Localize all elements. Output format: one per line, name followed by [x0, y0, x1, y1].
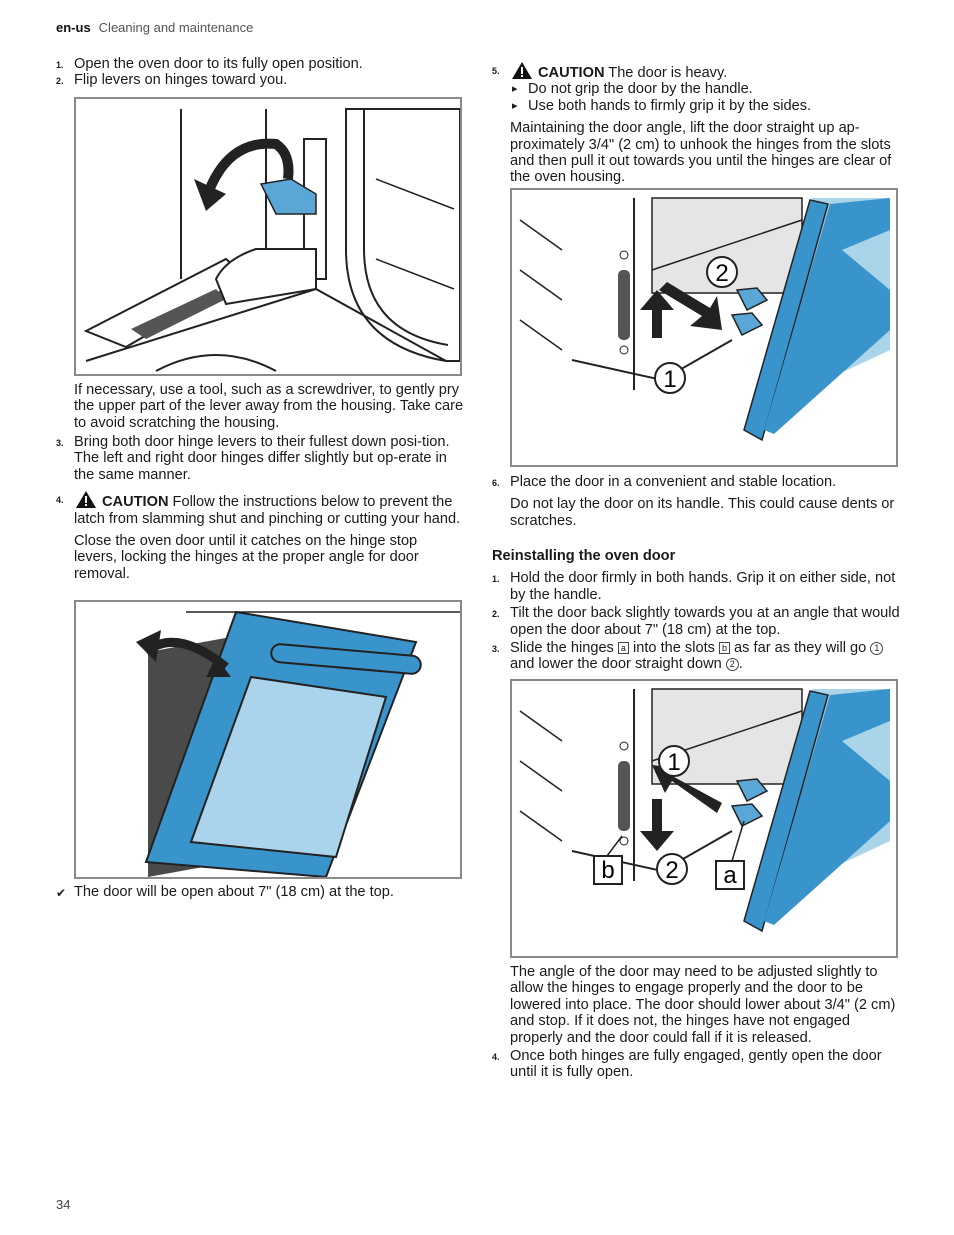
reinstall-note: The angle of the door may need to be adj… — [510, 964, 896, 1046]
step-4: 4.CAUTION Follow the instructions below … — [56, 491, 464, 527]
page-header: en-us Cleaning and maintenance — [56, 20, 253, 35]
label-a-box: a — [617, 642, 629, 655]
step-3: 3.Bring both door hinge levers to their … — [56, 434, 450, 483]
reinstall-step-3: 3. Slide the hinges a into the slots b a… — [492, 640, 902, 673]
left-note-1: If necessary, use a tool, such as a scre… — [74, 382, 464, 431]
step-2: 2.Flip levers on hinges toward you. — [56, 72, 288, 89]
circled-2: 2 — [725, 658, 739, 672]
page-number: 34 — [56, 1197, 71, 1212]
left-result: ✔The door will be open about 7" (18 cm) … — [56, 884, 394, 900]
reinstall-step-4: 4.Once both hinges are fully engaged, ge… — [492, 1048, 882, 1081]
warning-icon — [512, 62, 532, 79]
reinstall-step-1: 1.Hold the door firmly in both hands. Gr… — [492, 570, 896, 603]
fig-label-b: b — [601, 857, 614, 884]
fig-label-2: 2 — [665, 857, 678, 884]
figure-door-reinstall: 1 2 b a — [510, 679, 898, 958]
section-subheading: Reinstalling the oven door — [492, 548, 676, 564]
circled-1: 1 — [870, 642, 884, 656]
fig-label-2: 2 — [715, 260, 728, 287]
left-column: 1.Open the oven door to its fully open p… — [56, 56, 464, 89]
fig-label-1: 1 — [667, 749, 680, 776]
left-steps-3-4: 3.Bring both door hinge levers to their … — [56, 434, 464, 582]
language-code: en-us — [56, 20, 91, 35]
section-title: Cleaning and maintenance — [98, 20, 254, 35]
figure-hinge-lever — [74, 97, 462, 376]
step-1: 1.Open the oven door to its fully open p… — [56, 56, 363, 72]
bullet-1: Do not grip the door by the handle. — [510, 81, 902, 98]
fig-label-a: a — [723, 862, 737, 889]
warning-icon — [76, 491, 96, 509]
right-step-6: 6.Place the door in a convenient and sta… — [492, 474, 895, 529]
right-step-5: 5.CAUTION The door is heavy. Do not grip… — [492, 62, 902, 186]
label-b-box: b — [718, 642, 730, 655]
figure-door-removal: 2 1 — [510, 188, 898, 467]
fig-label-1: 1 — [663, 366, 676, 393]
figure-door-closing — [74, 600, 462, 879]
bullet-2: Use both hands to firmly grip it by the … — [510, 98, 902, 115]
reinstall-step-2: 2.Tilt the door back slightly towards yo… — [492, 605, 900, 638]
reinstall-section: Reinstalling the oven door 1.Hold the do… — [492, 548, 902, 673]
check-icon: ✔ — [56, 886, 67, 900]
